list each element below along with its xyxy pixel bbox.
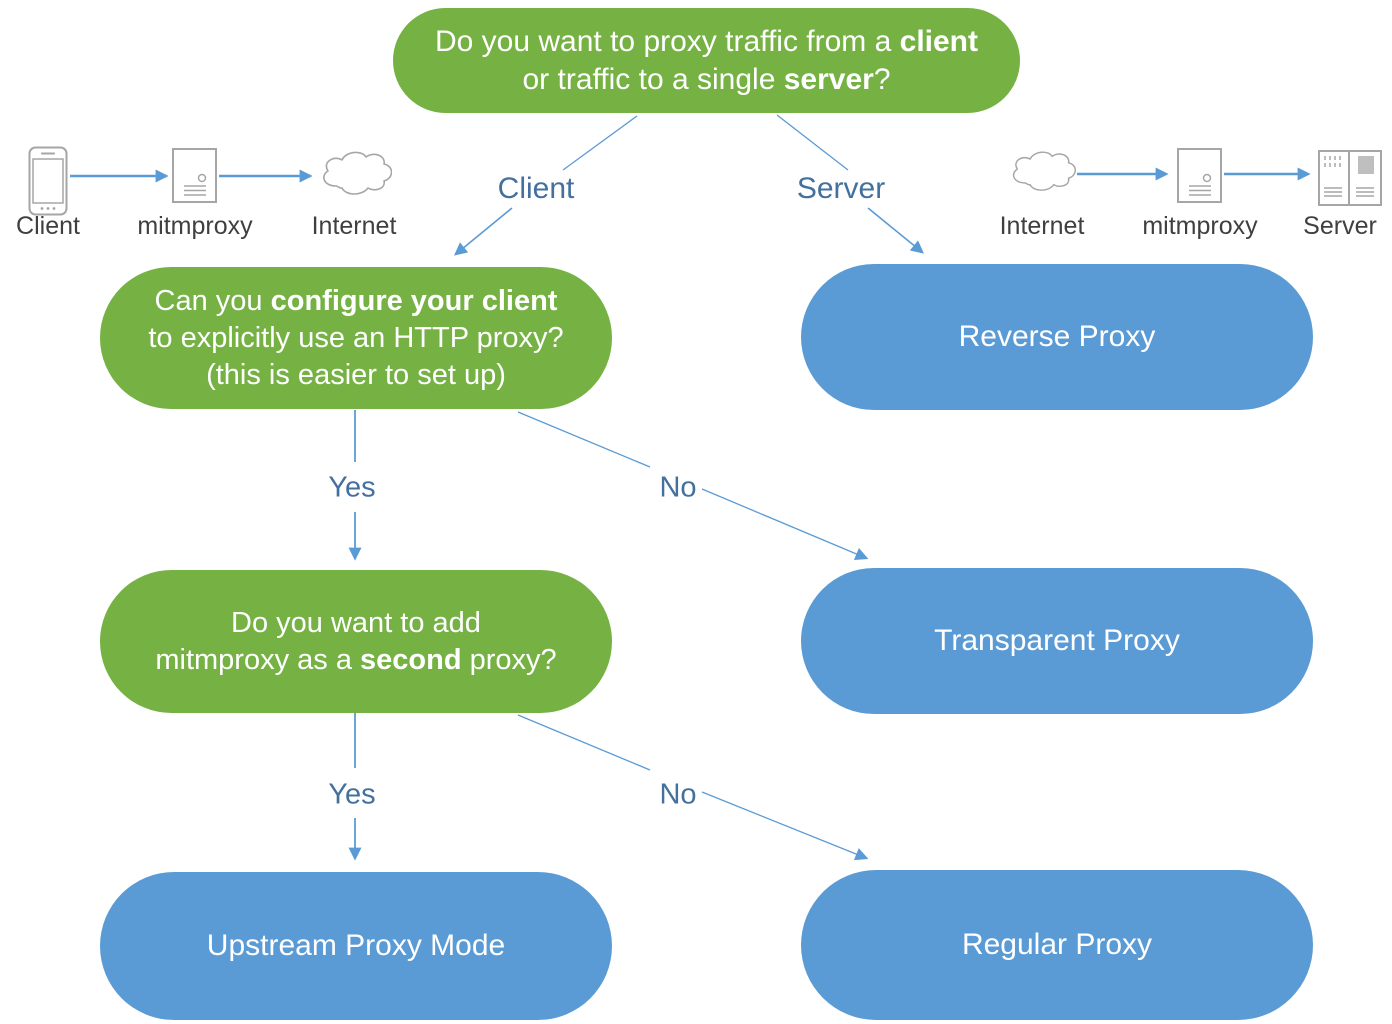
- edge-server-to-reverse: [867, 207, 925, 254]
- edge-label-server: Server: [796, 172, 886, 205]
- server-rack-icon: [1318, 150, 1382, 211]
- edge-root-client-line: [562, 115, 638, 171]
- proxy-server-icon: [1177, 148, 1222, 208]
- edge-label-no-2: No: [659, 778, 697, 811]
- edge-no-to-regular: [701, 791, 869, 861]
- icon-label-server: Server: [1303, 212, 1377, 240]
- regular-proxy-label: Regular Proxy: [961, 928, 1153, 961]
- cloud-icon: [1008, 150, 1077, 197]
- edge-client-to-configure: [453, 207, 513, 256]
- second-question-line-2: mitmproxy as a second proxy?: [155, 643, 557, 676]
- second-question-line-1: Do you want to add: [231, 606, 481, 639]
- edge-label-yes-1: Yes: [328, 471, 376, 504]
- edge-no-to-transparent: [701, 488, 869, 560]
- edge-configure-no-line: [517, 411, 651, 468]
- icon-label-internet-left: Internet: [311, 212, 397, 240]
- edge-label-yes-2: Yes: [328, 778, 376, 811]
- upstream-proxy-label: Upstream Proxy Mode: [206, 929, 506, 962]
- icon-label-internet-right: Internet: [999, 212, 1085, 240]
- configure-question-line-1: Can you configure your client: [154, 284, 558, 317]
- configure-question-line-3: (this is easier to set up): [206, 358, 506, 391]
- icon-label-mitmproxy-left: mitmproxy: [137, 212, 253, 240]
- node-root-question: Do you want to proxy traffic from a clie…: [393, 8, 1020, 113]
- root-question-line-2: or traffic to a single server?: [522, 62, 891, 96]
- edge-label-client: Client: [497, 172, 575, 205]
- cloud-icon: [318, 150, 393, 201]
- root-question-line-1: Do you want to proxy traffic from a clie…: [435, 24, 978, 58]
- icon-label-mitmproxy-right: mitmproxy: [1142, 212, 1258, 240]
- node-second-proxy-question: Do you want to add mitmproxy as a second…: [100, 570, 612, 713]
- node-regular-proxy: Regular Proxy: [801, 870, 1313, 1020]
- node-transparent-proxy: Transparent Proxy: [801, 568, 1313, 714]
- node-upstream-proxy-mode: Upstream Proxy Mode: [100, 872, 612, 1020]
- edge-second-no-line: [517, 714, 651, 771]
- edge-root-server-line: [776, 114, 849, 171]
- transparent-proxy-label: Transparent Proxy: [934, 624, 1180, 657]
- node-configure-question: Can you configure your client to explici…: [100, 267, 612, 409]
- reverse-proxy-label: Reverse Proxy: [958, 320, 1156, 353]
- icon-label-client: Client: [16, 212, 80, 240]
- node-reverse-proxy: Reverse Proxy: [801, 264, 1313, 410]
- edge-label-no-1: No: [659, 471, 697, 504]
- configure-question-line-2: to explicitly use an HTTP proxy?: [148, 321, 564, 354]
- smartphone-icon: [28, 146, 68, 221]
- proxy-server-icon: [172, 148, 217, 208]
